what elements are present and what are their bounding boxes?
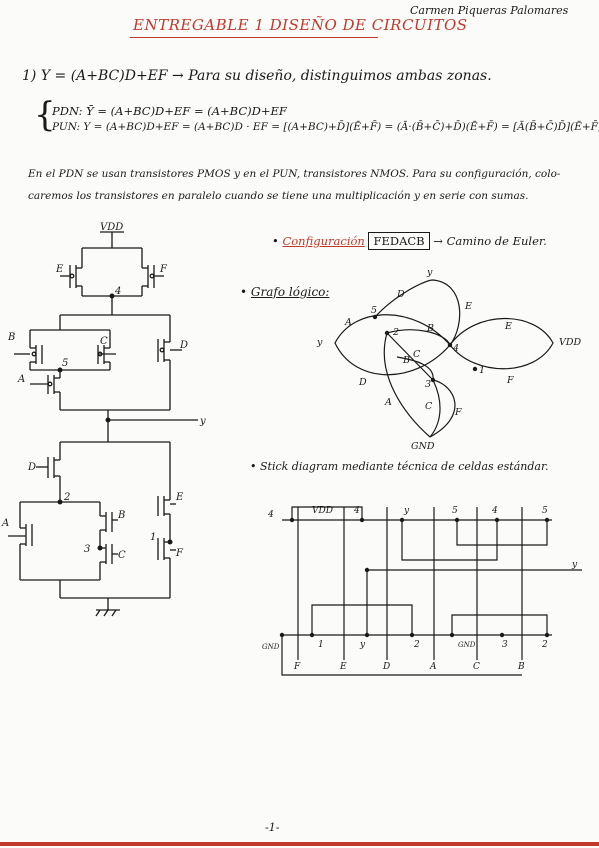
stick-gate-label-f: F bbox=[293, 662, 301, 672]
stick-title: • Stick diagram mediante técnica de celd… bbox=[250, 460, 549, 473]
config-sequence-box: FEDACB bbox=[368, 232, 430, 250]
schematic-vdd-label: VDD bbox=[100, 222, 123, 233]
graph-edge-a: A bbox=[344, 317, 352, 328]
graph-edge-a-bottom: A bbox=[384, 397, 392, 408]
pun-equation: PUN: Y = (A+BC)D+EF = (A+BC)D · EF = [(A… bbox=[52, 121, 599, 133]
stick-gate-label-e: E bbox=[339, 662, 347, 672]
stick-top-label-7: 5 bbox=[542, 506, 548, 516]
graph-node-4: 4 bbox=[452, 343, 459, 354]
stick-bottom-label-6: 3 bbox=[502, 640, 508, 650]
stick-gate-label-b: B bbox=[517, 662, 525, 672]
schematic-f-pmos-label: F bbox=[159, 264, 168, 275]
graph-edge-b-inner: B bbox=[402, 355, 410, 366]
page-number: -1- bbox=[265, 821, 280, 834]
stick-top-label-1: 4 bbox=[267, 510, 274, 520]
question-statement: 1) Y = (A+BC)D+EF → Para su diseño, dist… bbox=[22, 68, 492, 84]
stick-top-label-6: 4 bbox=[491, 506, 498, 516]
schematic-b-nmos-label: B bbox=[117, 510, 125, 521]
graph-edge-e-top: E bbox=[464, 301, 472, 312]
graph-edge-c-bottom: C bbox=[425, 401, 433, 412]
schematic-a-nmos-label: A bbox=[1, 518, 9, 529]
stick-bottom-label-1: GND bbox=[262, 643, 280, 651]
graph-node-vdd: VDD bbox=[559, 337, 581, 348]
title-underline bbox=[130, 37, 378, 38]
stick-bottom-label-4: 2 bbox=[413, 640, 420, 650]
schematic-f-nmos-label: F bbox=[175, 548, 184, 559]
stick-top-label-2: VDD bbox=[312, 506, 333, 516]
page-title: ENTREGABLE 1 DISEÑO DE CIRCUITOS bbox=[133, 16, 468, 34]
schematic-c-nmos-label: C bbox=[118, 550, 126, 561]
graph-edge-f-right: F bbox=[506, 375, 514, 386]
graph-edge-e-right: E bbox=[504, 321, 512, 332]
stick-top-label-5: 5 bbox=[452, 506, 458, 516]
graph-title-text: Grafo lógico: bbox=[250, 285, 330, 299]
stick-gate-label-d: D bbox=[382, 662, 390, 672]
stick-diagram: 4 VDD 4 y 5 4 5 GND 1 y 2 GND 3 2 y F E … bbox=[262, 506, 582, 676]
schematic-e-nmos-label: E bbox=[175, 492, 184, 503]
paragraph-line-2: caremos los transistores en paralelo cua… bbox=[28, 190, 529, 202]
schematic-c-pmos-label: C bbox=[100, 336, 108, 347]
config-suffix: → Camino de Euler. bbox=[433, 234, 547, 248]
graph-node-y-top: y bbox=[426, 267, 433, 278]
stick-top-label-4: y bbox=[403, 506, 410, 516]
schematic-b-pmos-label: B bbox=[7, 332, 15, 343]
schematic-a-pmos-label: A bbox=[17, 374, 25, 385]
stick-bottom-label-2: 1 bbox=[318, 640, 324, 650]
config-label: Configuración bbox=[282, 234, 365, 248]
graph-edge-c-inner: C bbox=[413, 349, 421, 360]
graph-edge-d-top: D bbox=[396, 289, 405, 300]
stick-bottom-label-3: y bbox=[359, 640, 366, 650]
stick-bottom-label-7: 2 bbox=[541, 640, 548, 650]
stick-gate-label-a: A bbox=[429, 662, 437, 672]
schematic-d-nmos-label: D bbox=[27, 462, 36, 473]
cmos-schematic: VDD E F 4 B C 5 A D y D 2 A B 3 C E 1 F bbox=[1, 222, 206, 617]
stick-top-label-3: 4 bbox=[353, 506, 360, 516]
schematic-e-pmos-label: E bbox=[55, 264, 64, 275]
stick-title-text: Stick diagram mediante técnica de celdas… bbox=[260, 460, 549, 473]
schematic-node-5-label: 5 bbox=[62, 358, 68, 369]
graph-node-1: 1 bbox=[479, 365, 485, 376]
logic-graph: y y VDD GND 5 2 4 3 1 A D E B E F D B C … bbox=[316, 267, 581, 452]
graph-node-5: 5 bbox=[371, 305, 377, 316]
stick-gate-label-c: C bbox=[473, 662, 480, 672]
graph-title: • Grafo lógico: bbox=[240, 285, 330, 299]
author-name: Carmen Piqueras Palomares bbox=[410, 4, 569, 17]
graph-node-y-left: y bbox=[316, 337, 323, 348]
stick-output-label: y bbox=[571, 560, 578, 570]
schematic-node-1-label: 1 bbox=[150, 532, 156, 543]
schematic-node-4-label: 4 bbox=[114, 286, 121, 297]
graph-edge-f-bottom: F bbox=[454, 407, 462, 418]
paragraph-line-1: En el PDN se usan transistores PMOS y en… bbox=[28, 168, 561, 180]
graph-edge-d-bottom: D bbox=[358, 377, 367, 388]
schematic-node-2-label: 2 bbox=[63, 492, 70, 503]
pdn-equation: PDN: Ȳ = (A+BC)D+EF = (A+BC)D+EF bbox=[52, 104, 287, 118]
schematic-node-3-label: 3 bbox=[84, 544, 90, 555]
schematic-output-label: y bbox=[199, 416, 206, 427]
graph-node-gnd: GND bbox=[411, 441, 435, 452]
schematic-d-pmos-label: D bbox=[179, 340, 188, 351]
graph-edge-b: B bbox=[426, 323, 434, 334]
stick-bottom-label-5: GND bbox=[458, 641, 476, 649]
graph-node-2: 2 bbox=[392, 327, 399, 338]
equation-brace: { bbox=[34, 95, 56, 135]
configuration-line: • Configuración FEDACB → Camino de Euler… bbox=[272, 232, 547, 250]
bottom-accent-line bbox=[0, 842, 599, 846]
graph-node-3: 3 bbox=[425, 379, 431, 390]
